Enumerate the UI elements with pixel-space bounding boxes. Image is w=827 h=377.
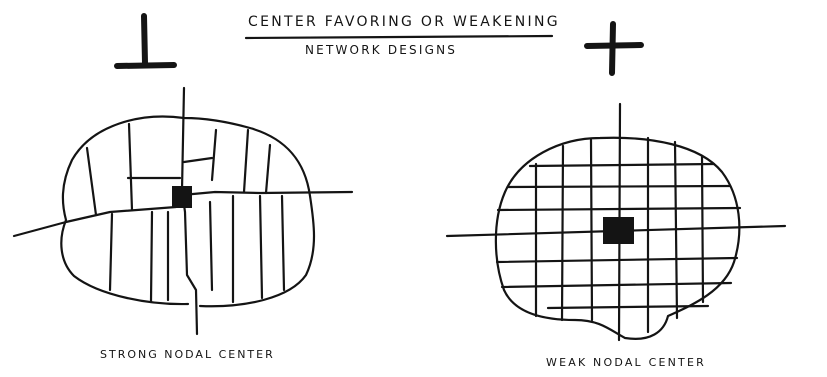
cross-junction-icon (587, 24, 641, 73)
weak-central-node (603, 217, 634, 244)
title-line-2: NETWORK DESIGNS (305, 43, 457, 57)
t-junction-icon (117, 16, 174, 66)
weak-nodal-center-label: WEAK NODAL CENTER (546, 356, 706, 369)
main-road-vertical (182, 88, 197, 334)
strong-central-node (172, 186, 192, 208)
title-underline (246, 36, 552, 38)
weak-nodal-center-diagram (447, 104, 785, 340)
title-line-1: CENTER FAVORING OR WEAKENING (248, 14, 560, 30)
strong-nodal-center-diagram (14, 88, 352, 334)
strong-nodal-center-label: STRONG NODAL CENTER (100, 348, 275, 361)
